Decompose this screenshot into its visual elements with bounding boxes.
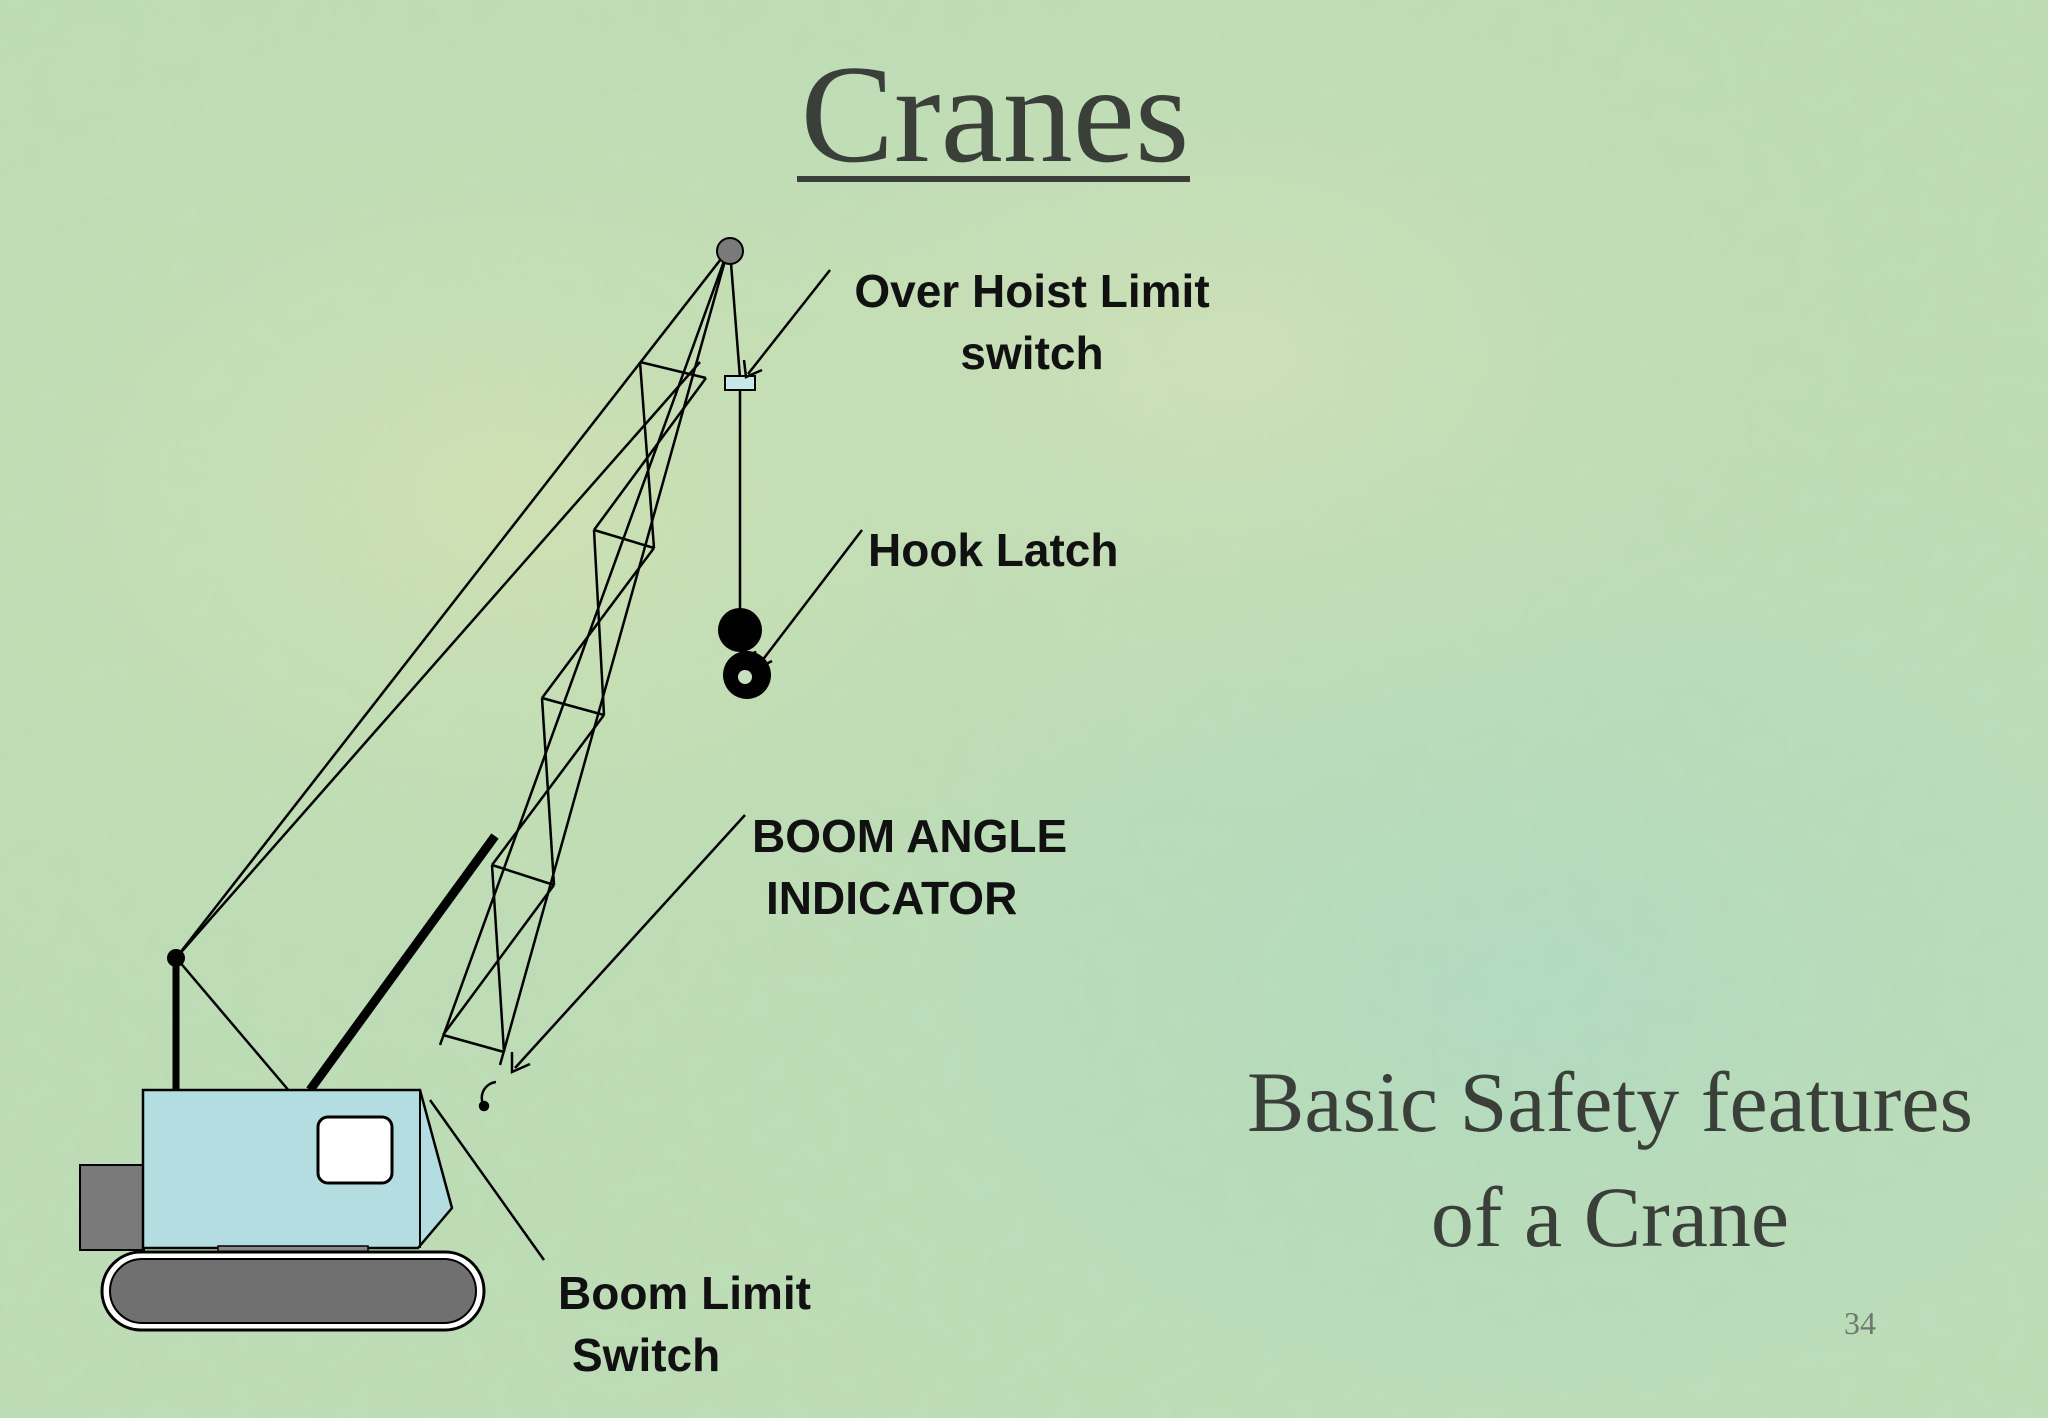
gantry-pin xyxy=(167,949,185,967)
over-hoist-limit-switch xyxy=(724,375,756,391)
boom-tip-sheave xyxy=(716,237,744,265)
over-hoist-limit-label-line2: switch xyxy=(960,327,1104,379)
title-underline xyxy=(797,176,1190,182)
hook-latch-label: Hook Latch xyxy=(868,524,1119,576)
boom-limit-label-line1: Boom Limit xyxy=(558,1267,811,1319)
over-hoist-limit-label: Over Hoist Limit switch xyxy=(822,260,1242,384)
subtitle-line2: of a Crane xyxy=(1430,1169,1790,1265)
boom-angle-indicator xyxy=(478,1080,497,1112)
pendant-lines xyxy=(172,249,729,1093)
subtitle-line1: Basic Safety features xyxy=(1247,1054,1973,1150)
over-hoist-limit-label-line1: Over Hoist Limit xyxy=(854,265,1210,317)
hoist-line-upper xyxy=(729,262,742,379)
boom-angle-label-line1: BOOM ANGLE xyxy=(752,810,1068,862)
page-number: 34 xyxy=(1844,1305,1876,1341)
callout-arrows xyxy=(428,269,863,1261)
hook-block xyxy=(718,608,771,699)
boom-angle-indicator-label: BOOM ANGLE INDICATOR xyxy=(752,805,1122,929)
boom-limit-switch-label: Boom Limit Switch xyxy=(558,1262,858,1386)
crane-cab xyxy=(141,1088,454,1250)
slide-title: Cranes xyxy=(800,37,1190,192)
boom-hoist-strut xyxy=(306,833,499,1093)
boom-angle-label-line2: INDICATOR xyxy=(766,872,1018,924)
boom-limit-label-line2: Switch xyxy=(572,1329,721,1381)
counterweight xyxy=(79,1164,145,1251)
slide-subtitle: Basic Safety features of a Crane xyxy=(1190,1045,2030,1275)
crawler-track-inner xyxy=(109,1258,477,1324)
cab-window xyxy=(316,1115,394,1185)
boom-lattice xyxy=(438,249,730,1066)
